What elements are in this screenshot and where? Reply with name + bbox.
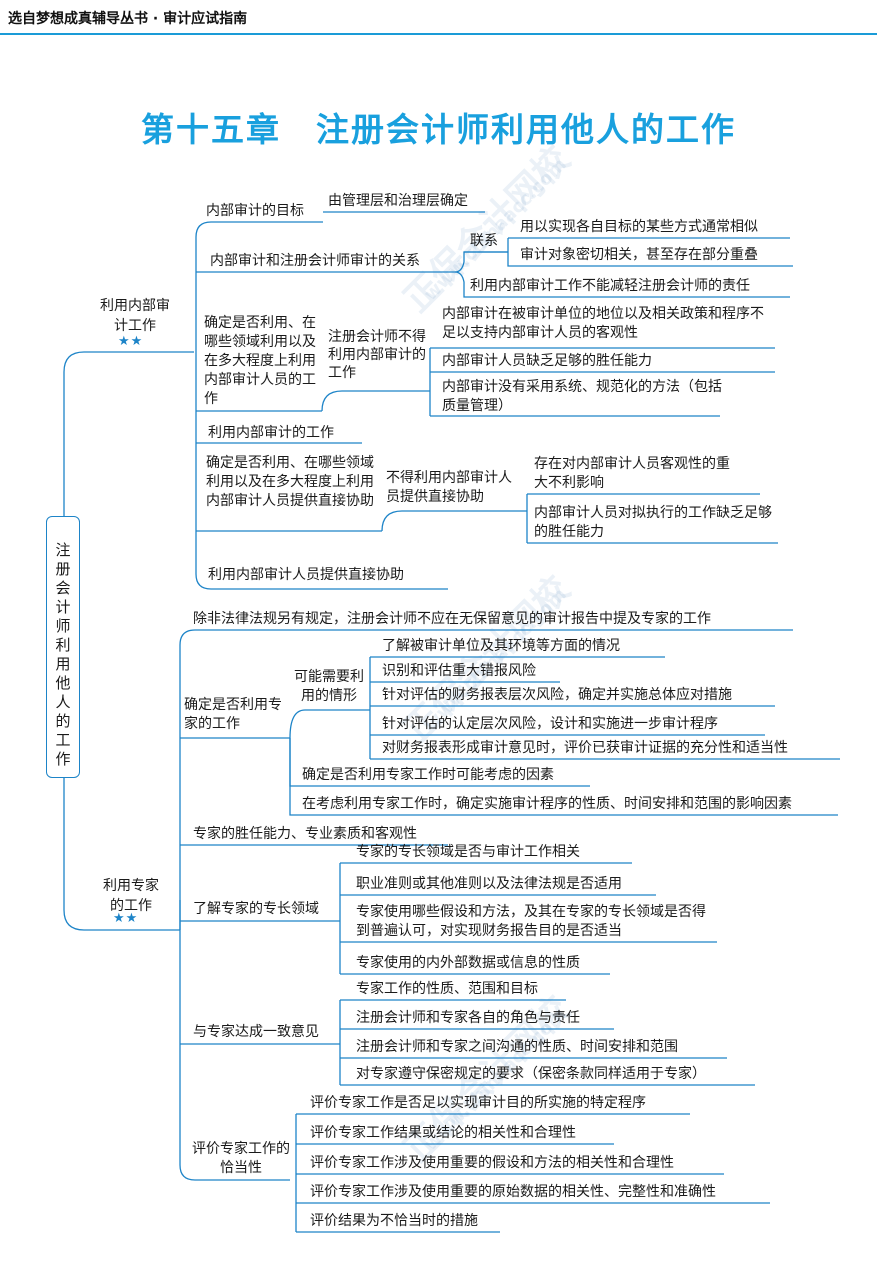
use-direct-assist: 利用内部审计人员提供直接协助: [208, 567, 404, 583]
must-not-use-item: 内部审计人员缺乏足够的胜任能力: [442, 353, 652, 369]
not-mention-expert: 除非法律法规另有规定，注册会计师不应在无保留意见的审计报告中提及专家的工作: [193, 611, 711, 627]
importance-stars: ★★: [113, 911, 139, 926]
determine-use-expert: 确定是否利用专家的工作: [184, 697, 282, 732]
must-not-use-item: 内部审计在被审计单位的地位以及相关政策和程序不足以支持内部审计人员的客观性: [442, 306, 764, 341]
situation-item: 针对评估的财务报表层次风险，确定并实施总体应对措施: [382, 687, 732, 703]
must-not-use-label: 注册会计师不得利用内部审计的工作: [328, 329, 426, 381]
situation-item: 对财务报表形成审计意见时，评价已获审计证据的充分性和适当性: [382, 740, 788, 756]
header-divider: [0, 33, 877, 35]
understand-expert-field: 了解专家的专长领域: [193, 901, 319, 917]
agree-item: 对专家遵守保密规定的要求（保密条款同样适用于专家）: [356, 1066, 706, 1082]
evaluate-item: 评价专家工作是否足以实现审计目的所实施的特定程序: [310, 1095, 646, 1111]
root-label: 注册会计师利用他人的工作: [55, 541, 71, 768]
evaluate-item: 评价结果为不恰当时的措施: [310, 1213, 478, 1229]
branch-internal-audit-label: 利用内部审计工作: [100, 298, 170, 334]
understand-item: 专家使用的内外部数据或信息的性质: [356, 955, 580, 971]
no-direct-assist-label: 不得利用内部审计人员提供直接协助: [386, 470, 512, 505]
expert-procedures: 在考虑利用专家工作时，确定实施审计程序的性质、时间安排和范围的影响因素: [302, 796, 792, 812]
agree-item: 注册会计师和专家之间沟通的性质、时间安排和范围: [356, 1039, 678, 1055]
determine-direct-assist: 确定是否利用、在哪些领域利用以及在多大程度上利用内部审计人员提供直接协助: [206, 455, 374, 509]
evaluate-item: 评价专家工作结果或结论的相关性和合理性: [310, 1125, 576, 1141]
root-node: 注册会计师利用他人的工作: [46, 516, 80, 778]
situation-item: 针对评估的认定层次风险，设计和实施进一步审计程序: [382, 716, 718, 732]
understand-item: 专家的专长领域是否与审计工作相关: [356, 844, 580, 860]
relation-link-item: 审计对象密切相关，甚至存在部分重叠: [520, 247, 758, 263]
evaluate-expert-work: 评价专家工作的恰当性: [192, 1141, 290, 1176]
importance-stars: ★★: [118, 334, 144, 349]
evaluate-item: 评价专家工作涉及使用重要的原始数据的相关性、完整性和准确性: [310, 1184, 716, 1200]
understand-item: 职业准则或其他准则以及法律法规是否适用: [356, 876, 622, 892]
agree-with-expert: 与专家达成一致意见: [193, 1024, 319, 1040]
agree-item: 专家工作的性质、范围和目标: [356, 981, 538, 997]
expert-competence: 专家的胜任能力、专业素质和客观性: [193, 826, 417, 842]
no-direct-assist-item: 存在对内部审计人员客观性的重大不利影响: [534, 456, 730, 491]
situation-item: 识别和评估重大错报风险: [382, 663, 536, 679]
evaluate-item: 评价专家工作涉及使用重要的假设和方法的相关性和合理性: [310, 1155, 674, 1171]
relation-label: 内部审计和注册会计师审计的关系: [210, 253, 420, 269]
expert-factors: 确定是否利用专家工作时可能考虑的因素: [302, 767, 554, 783]
understand-item: 专家使用哪些假设和方法，及其在专家的专长领域是否得到普遍认可，对实现财务报告目的…: [356, 904, 706, 939]
relation-link-label: 联系: [470, 233, 498, 249]
situations-label: 可能需要利用的情形: [294, 669, 364, 704]
agree-item: 注册会计师和专家各自的角色与责任: [356, 1010, 580, 1026]
goal-detail: 由管理层和治理层确定: [328, 193, 468, 209]
situation-item: 了解被审计单位及其环境等方面的情况: [382, 638, 620, 654]
determine-use-internal-work: 确定是否利用、在哪些领域利用以及在多大程度上利用内部审计人员的工作: [204, 315, 316, 407]
use-internal-audit-work: 利用内部审计的工作: [208, 425, 334, 441]
chapter-title: 第十五章 注册会计师利用他人的工作: [141, 110, 736, 149]
relation-link-item: 用以实现各自目标的某些方式通常相似: [520, 219, 758, 235]
must-not-use-item: 内部审计没有采用系统、规范化的方法（包括质量管理）: [442, 379, 722, 414]
internal-audit-goal: 内部审计的目标: [206, 203, 304, 219]
no-direct-assist-item: 内部审计人员对拟执行的工作缺乏足够的胜任能力: [534, 505, 772, 540]
branch-expert-label: 利用专家的工作: [103, 878, 159, 914]
book-series-header: 选自梦想成真辅导丛书 · 审计应试指南: [8, 11, 248, 27]
relation-note: 利用内部审计工作不能减轻注册会计师的责任: [470, 278, 750, 294]
